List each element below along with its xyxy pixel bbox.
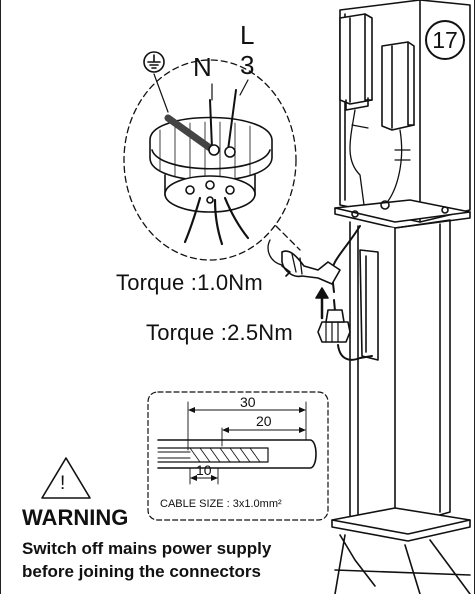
connector-lower: [317, 309, 351, 343]
step-number-badge: 17: [425, 20, 465, 60]
step-number: 17: [432, 26, 458, 53]
warning-triangle-icon: !: [60, 473, 66, 494]
cable-strip-box: [147, 391, 329, 521]
warning-triangle-shape: [41, 457, 91, 499]
cable-size-label: CABLE SIZE : 3x1.0mm²: [160, 498, 282, 510]
terminal-leaders: [153, 73, 249, 113]
terminal-label-neutral: N: [193, 52, 212, 82]
connector-upper: [267, 239, 341, 285]
earth-ground-icon: [143, 51, 165, 73]
dimension-20: 20: [256, 413, 272, 429]
torque-label-lower: Torque :2.5Nm: [146, 320, 293, 345]
post-base: [331, 507, 471, 594]
driver-box-right: [381, 41, 415, 131]
gland-detail: [149, 89, 273, 246]
torque-label-upper: Torque :1.0Nm: [116, 270, 263, 295]
dimension-30: 30: [240, 394, 256, 410]
zoom-callout: [123, 59, 301, 261]
post-column: [349, 219, 451, 529]
terminal-label-phase: 3: [240, 50, 255, 80]
driver-box-left: [339, 13, 373, 111]
warning-title: WARNING: [22, 505, 129, 530]
warning-line-1: Switch off mains power supply: [22, 539, 272, 558]
terminal-label-line: L: [240, 20, 255, 50]
dimension-10: 10: [196, 462, 212, 478]
warning-line-2: before joining the connectors: [22, 562, 261, 581]
dimension-arrows: [188, 407, 306, 481]
